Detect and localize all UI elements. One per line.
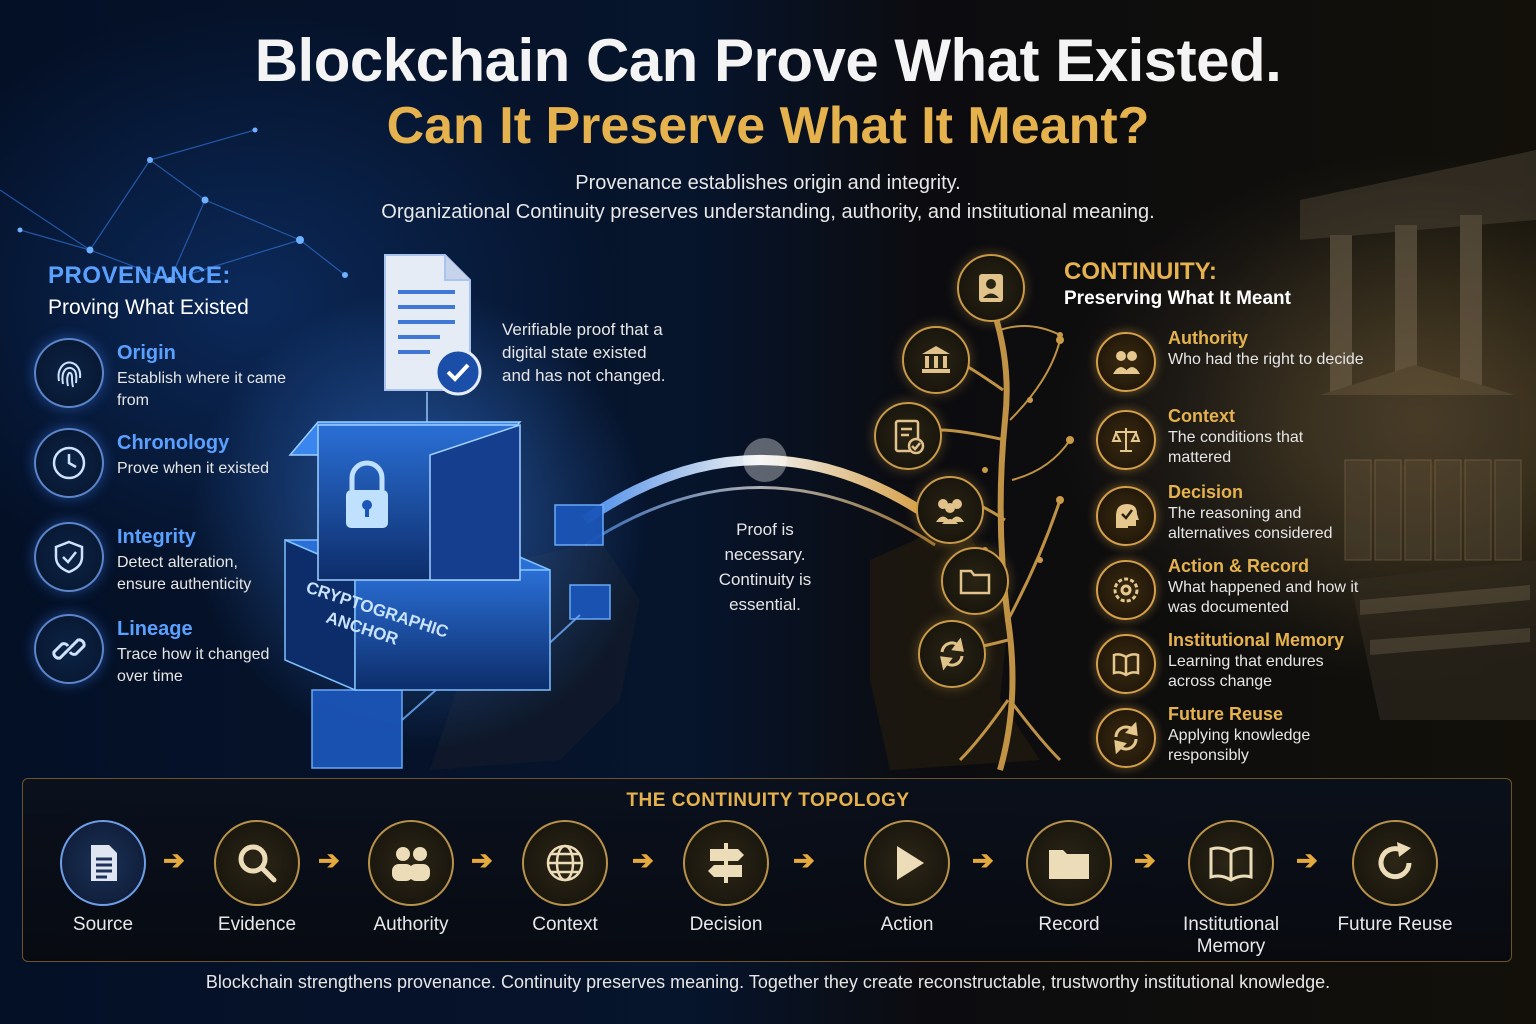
fingerprint-icon xyxy=(34,338,104,408)
title-line-2: Can It Preserve What It Meant? xyxy=(386,97,1150,155)
head-check-icon xyxy=(1096,486,1156,546)
provenance-item-title: Lineage xyxy=(117,618,193,640)
group-icon xyxy=(916,476,984,544)
magnifier-icon xyxy=(214,820,300,906)
cycle-icon xyxy=(1096,708,1156,768)
continuity-item-title: Context xyxy=(1168,406,1235,426)
step-label: Record xyxy=(1038,914,1100,935)
book-icon xyxy=(1188,820,1274,906)
step-label: Action xyxy=(880,914,934,935)
topology-step-context: Context xyxy=(485,820,645,936)
topology-step-future-reuse: Future Reuse xyxy=(1315,820,1475,936)
arrow-icon: ➔ xyxy=(972,845,994,875)
refresh-icon xyxy=(918,620,986,688)
arrow-icon: ➔ xyxy=(1296,845,1318,875)
continuity-item-decision: Decision The reasoning and alternatives … xyxy=(1096,482,1376,552)
people-icon xyxy=(368,820,454,906)
continuity-item-title: Action & Record xyxy=(1168,556,1310,576)
provenance-item-desc: Prove when it existed xyxy=(117,460,270,477)
step-label: Authority xyxy=(373,914,449,935)
continuity-item-desc: The reasoning and alternatives considere… xyxy=(1168,505,1333,542)
topology-step-record: Record xyxy=(989,820,1149,936)
arrow-icon: ➔ xyxy=(471,845,493,875)
link-icon xyxy=(34,614,104,684)
document-icon xyxy=(60,820,146,906)
topology-step-action: Action xyxy=(827,820,987,936)
continuity-heading: CONTINUITY: xyxy=(1064,258,1217,285)
provenance-item-title: Origin xyxy=(117,342,176,364)
continuity-item-desc: Who had the right to decide xyxy=(1168,351,1364,368)
continuity-item-title: Institutional Memory xyxy=(1168,630,1345,650)
institution-icon xyxy=(902,326,970,394)
arrow-icon: ➔ xyxy=(632,845,654,875)
globe-icon xyxy=(522,820,608,906)
arrow-icon: ➔ xyxy=(793,845,815,875)
provenance-item-chronology: Chronology Prove when it existed xyxy=(34,428,284,498)
step-label: Institutional Memory xyxy=(1182,914,1280,957)
document-icon xyxy=(384,254,482,422)
continuity-item-desc: The conditions that mattered xyxy=(1168,429,1304,466)
scales-icon xyxy=(1096,410,1156,470)
play-icon xyxy=(864,820,950,906)
book-icon xyxy=(1096,634,1156,694)
topology-step-source: Source xyxy=(23,820,183,936)
network-nodes xyxy=(17,127,348,283)
title-line-1: Blockchain Can Prove What Existed. xyxy=(254,27,1282,94)
network-lines xyxy=(0,129,346,281)
provenance-item-title: Integrity xyxy=(117,526,196,548)
continuity-item-desc: Learning that endures across change xyxy=(1168,653,1324,690)
shield-check-icon xyxy=(34,522,104,592)
topology-heading: THE CONTINUITY TOPOLOGY xyxy=(626,790,910,811)
footer-text: Blockchain strengthens provenance. Conti… xyxy=(205,972,1331,992)
lock-icon xyxy=(346,460,388,528)
provenance-item-desc: Establish where it came from xyxy=(117,370,286,409)
bridge-text: Proof is necessary. Continuity is essent… xyxy=(718,520,812,614)
arrow-icon: ➔ xyxy=(163,845,185,875)
step-label: Future Reuse xyxy=(1337,914,1453,935)
user-icon xyxy=(957,254,1025,322)
continuity-item-title: Future Reuse xyxy=(1168,704,1284,724)
provenance-item-title: Chronology xyxy=(117,432,230,454)
topology-step-institutional-memory: Institutional Memory xyxy=(1151,820,1311,958)
step-label: Context xyxy=(532,914,598,935)
provenance-item-desc: Trace how it changed over time xyxy=(117,646,270,685)
folder-icon xyxy=(941,547,1009,615)
topology-step-evidence: Evidence xyxy=(177,820,337,936)
anchor-cube-top xyxy=(288,421,522,581)
subtitle-line-1: Provenance establishes origin and integr… xyxy=(575,172,961,194)
topology-step-authority: Authority xyxy=(331,820,491,936)
signpost-icon xyxy=(683,820,769,906)
step-label: Source xyxy=(72,914,134,935)
clock-icon xyxy=(34,428,104,498)
continuity-subheading: Preserving What It Meant xyxy=(1064,288,1291,309)
subtitle-line-2: Organizational Continuity preserves unde… xyxy=(381,201,1155,223)
provenance-heading: PROVENANCE: xyxy=(48,262,231,289)
provenance-item-desc: Detect alteration, ensure authenticity xyxy=(117,554,252,593)
step-label: Evidence xyxy=(217,914,297,935)
provenance-item-integrity: Integrity Detect alteration, ensure auth… xyxy=(34,522,284,593)
continuity-item-institutional-memory: Institutional Memory Learning that endur… xyxy=(1096,630,1376,700)
continuity-item-desc: What happened and how it was documented xyxy=(1168,579,1359,616)
continuity-item-desc: Applying knowledge responsibly xyxy=(1168,727,1311,764)
arrow-icon: ➔ xyxy=(1134,845,1156,875)
verifiable-proof-text: Verifiable proof that a digital state ex… xyxy=(502,320,666,385)
people-icon xyxy=(1096,332,1156,392)
continuity-item-action-record: Action & Record What happened and how it… xyxy=(1096,556,1376,626)
arrow-icon: ➔ xyxy=(318,845,340,875)
refresh-icon xyxy=(1352,820,1438,906)
topology-step-decision: Decision xyxy=(646,820,806,936)
checklist-icon xyxy=(874,402,942,470)
continuity-item-context: Context The conditions that mattered xyxy=(1096,406,1376,476)
continuity-item-future-reuse: Future Reuse Applying knowledge responsi… xyxy=(1096,704,1376,774)
continuity-item-title: Decision xyxy=(1168,482,1244,502)
provenance-item-origin: Origin Establish where it came from xyxy=(34,338,286,409)
provenance-subheading: Proving What Existed xyxy=(48,296,249,319)
folder-icon xyxy=(1026,820,1112,906)
step-label: Decision xyxy=(689,914,763,935)
gear-icon xyxy=(1096,560,1156,620)
continuity-item-title: Authority xyxy=(1168,328,1248,348)
provenance-item-lineage: Lineage Trace how it changed over time xyxy=(34,614,284,685)
continuity-item-authority: Authority Who had the right to decide xyxy=(1096,328,1376,398)
